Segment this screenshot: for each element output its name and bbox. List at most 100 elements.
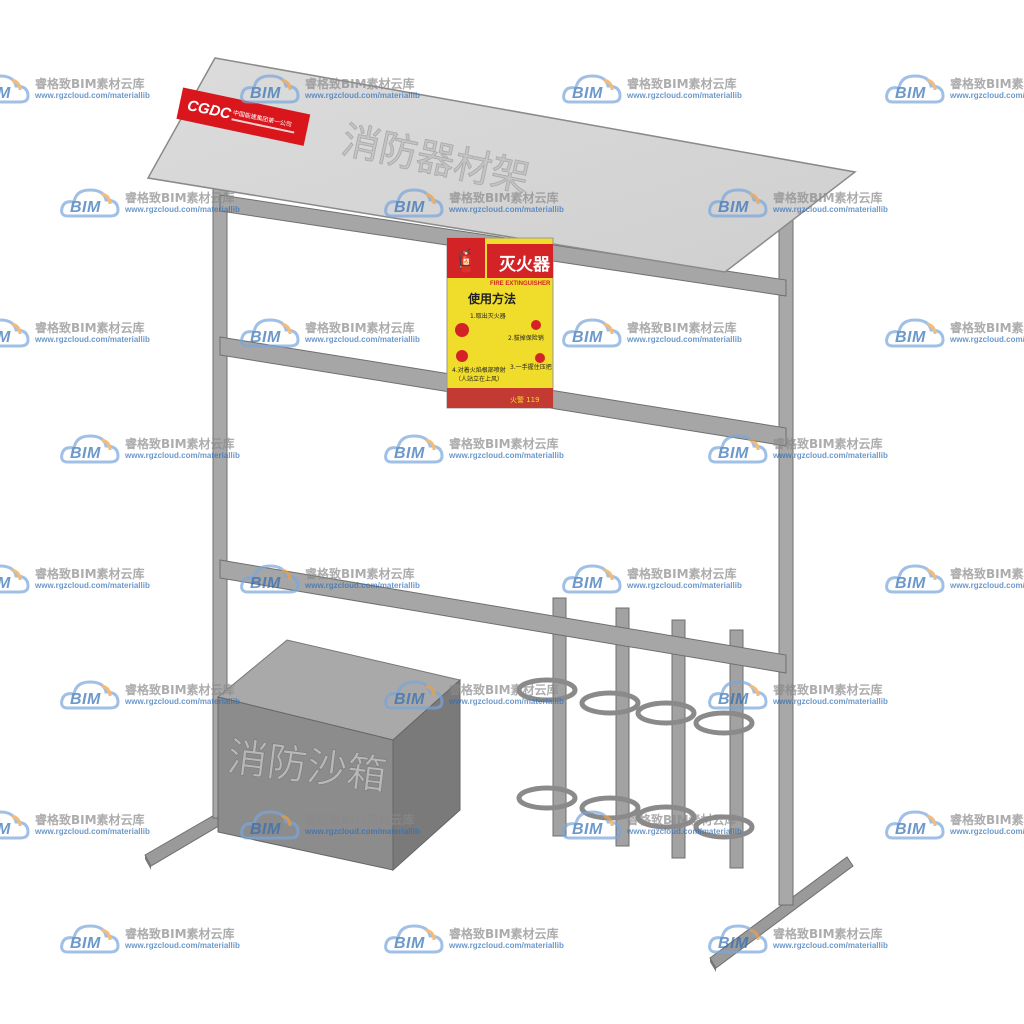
cloud-icon <box>60 188 120 218</box>
watermark-title: 睿格致BIM素材云库 <box>950 813 1024 827</box>
watermark-url: www.rgzcloud.com/materiallib <box>627 335 742 344</box>
watermark-url: www.rgzcloud.com/materiallib <box>773 451 888 460</box>
ring-lower-3 <box>635 804 697 830</box>
watermark-title: 睿格致BIM素材云库 <box>773 437 883 451</box>
cloud-icon <box>384 680 444 710</box>
cloud-icon <box>60 924 120 954</box>
watermark-logo: BIM <box>394 691 425 708</box>
watermark-url: www.rgzcloud.com/materiallib <box>449 205 564 214</box>
watermark-title: 睿格致BIM素材云库 <box>305 567 415 581</box>
watermark-logo: BIM <box>572 575 603 592</box>
watermark-title: 睿格致BIM素材云库 <box>305 321 415 335</box>
cloud-icon <box>708 434 768 464</box>
watermark: BIM睿格致BIM素材云库www.rgzcloud.com/materialli… <box>885 316 1024 356</box>
cloud-icon <box>562 564 622 594</box>
fire-extinguisher-icon: 🧯 <box>452 248 479 274</box>
watermark-title: 睿格致BIM素材云库 <box>125 191 235 205</box>
watermark-logo: BIM <box>718 199 749 216</box>
watermark-url: www.rgzcloud.com/materiallib <box>305 827 420 836</box>
cloud-icon <box>0 74 30 104</box>
cloud-icon <box>708 924 768 954</box>
watermark-logo: BIM <box>250 85 281 102</box>
watermark-title: 睿格致BIM素材云库 <box>35 321 145 335</box>
holder-post-1 <box>552 597 567 837</box>
sign-header-icon-bg <box>447 238 485 278</box>
watermark-url: www.rgzcloud.com/materiallib <box>449 941 564 950</box>
watermark-logo: BIM <box>0 575 11 593</box>
ring-upper-4 <box>693 710 755 736</box>
watermark-title: 睿格致BIM素材云库 <box>449 927 559 941</box>
watermark: BIM睿格致BIM素材云库www.rgzcloud.com/materialli… <box>0 808 220 848</box>
watermark-title: 睿格致BIM素材云库 <box>449 683 559 697</box>
watermark-title: 睿格致BIM素材云库 <box>35 567 145 581</box>
watermark-url: www.rgzcloud.com/materiallib <box>125 205 240 214</box>
watermark: BIM 睿格致BIM素材云库www.rgzcloud.com/materialli… <box>0 72 220 112</box>
sign-illustration-1 <box>455 323 469 337</box>
watermark-url: www.rgzcloud.com/materiallib <box>627 581 742 590</box>
sign-header-bg <box>487 244 553 278</box>
watermark-url: www.rgzcloud.com/materiallib <box>773 941 888 950</box>
lower-crossbar <box>219 559 787 674</box>
watermark-url: www.rgzcloud.com/materiallib <box>35 335 150 344</box>
watermark-logo: BIM <box>0 329 11 347</box>
watermark-logo: BIM <box>0 821 11 839</box>
watermark-logo: BIM <box>895 85 926 102</box>
ring-upper-1 <box>516 677 578 703</box>
watermark-title: 睿格致BIM素材云库 <box>950 77 1024 91</box>
watermark-url: www.rgzcloud.com/materiallib <box>627 827 742 836</box>
watermark-title: 睿格致BIM素材云库 <box>627 813 737 827</box>
cloud-icon <box>885 564 945 594</box>
sign-step-3: 3.一手握住压把 <box>510 363 552 371</box>
watermark-logo: BIM <box>394 935 425 952</box>
watermark-logo: BIM <box>250 329 281 346</box>
extinguisher-sign: 🧯 灭火器 FIRE EXTINGUISHER 使用方法 1.取出灭火器 2.拔… <box>446 237 554 409</box>
sign-header-en: FIRE EXTINGUISHER <box>490 281 551 287</box>
watermark-logo: BIM <box>394 199 425 216</box>
watermark-title: 睿格致BIM素材云库 <box>627 321 737 335</box>
watermark-url: www.rgzcloud.com/materiallib <box>950 335 1024 344</box>
watermark-logo: BIM <box>0 85 11 103</box>
watermark-logo: BIM <box>572 85 603 102</box>
ring-upper-2 <box>579 690 641 716</box>
cloud-icon <box>885 810 945 840</box>
cloud-icon <box>240 74 300 104</box>
watermark-title: 睿格致BIM素材云库 <box>35 77 145 91</box>
watermark-url: www.rgzcloud.com/materiallib <box>125 697 240 706</box>
watermark-url: www.rgzcloud.com/materiallib <box>305 581 420 590</box>
watermark-url: www.rgzcloud.com/materiallib <box>125 451 240 460</box>
watermark-title: 睿格致BIM素材云库 <box>950 321 1024 335</box>
extinguisher-rings <box>516 677 755 840</box>
watermark-logo: BIM <box>250 575 281 592</box>
watermark-url: www.rgzcloud.com/materiallib <box>35 581 150 590</box>
watermark-url: www.rgzcloud.com/materiallib <box>773 697 888 706</box>
cloud-icon <box>240 810 300 840</box>
watermark: BIM睿格致BIM素材云库www.rgzcloud.com/materialli… <box>885 808 1024 848</box>
fire-sand-box: 消防沙箱 <box>216 639 462 872</box>
company-banner: CGDC 中国能建集团第一公司 <box>176 87 311 146</box>
watermark-url: www.rgzcloud.com/materiallib <box>950 827 1024 836</box>
sign-step-1: 1.取出灭火器 <box>470 312 506 320</box>
watermark-url: www.rgzcloud.com/materiallib <box>950 91 1024 100</box>
watermark-url: www.rgzcloud.com/materiallib <box>35 91 150 100</box>
cloud-icon <box>240 318 300 348</box>
ring-lower-1 <box>516 785 578 811</box>
cloud-icon <box>384 924 444 954</box>
roof-canopy: CGDC 中国能建集团第一公司 消防器材架 <box>146 57 857 273</box>
watermark-title: 睿格致BIM素材云库 <box>305 813 415 827</box>
watermark-url: www.rgzcloud.com/materiallib <box>950 581 1024 590</box>
